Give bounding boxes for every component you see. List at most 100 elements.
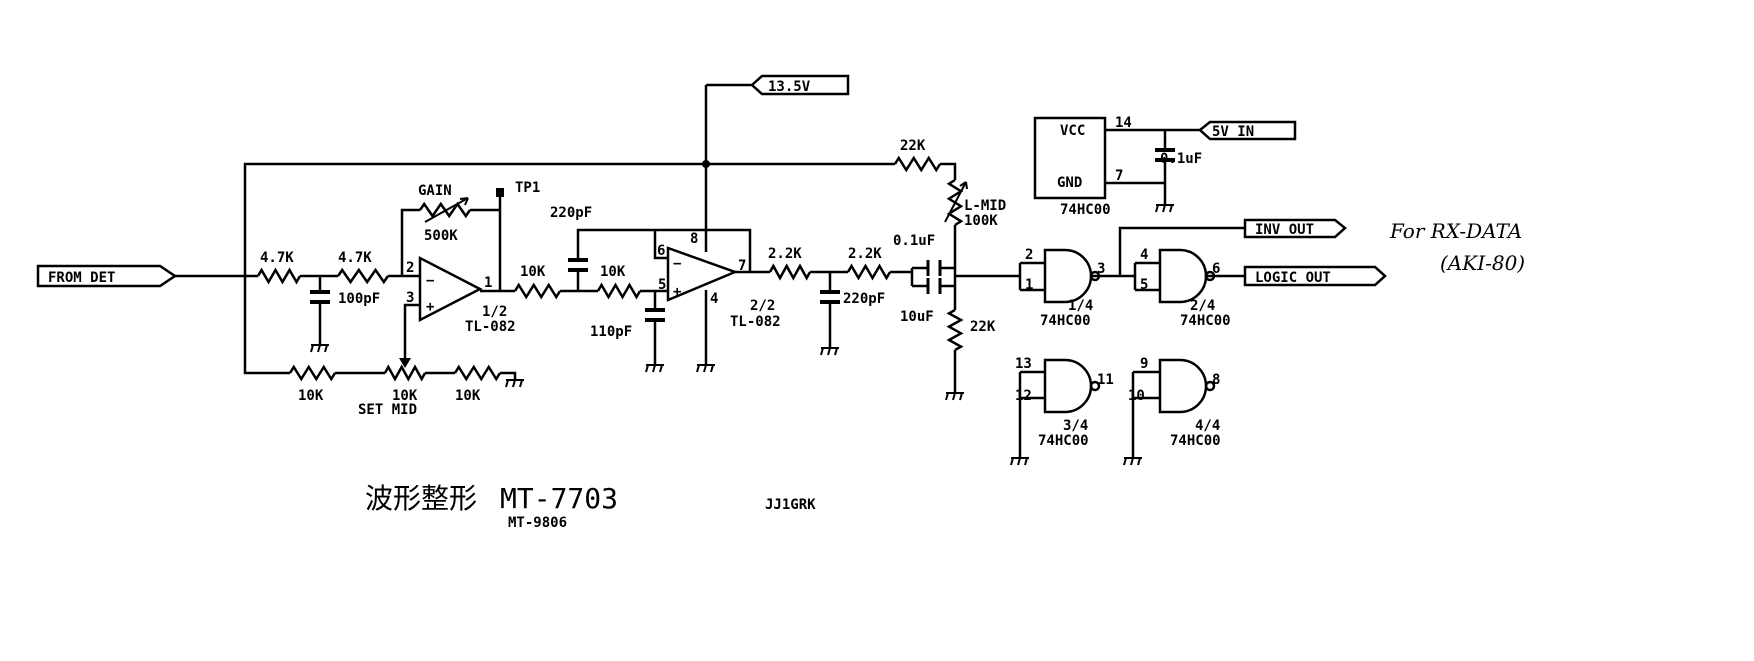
svg-text:10K: 10K [392, 388, 418, 404]
resistor-set-10k-1 [288, 364, 337, 382]
svg-text:3/4: 3/4 [1063, 418, 1088, 434]
svg-text:0.1uF: 0.1uF [893, 233, 935, 249]
capacitor-10uf [926, 278, 942, 294]
svg-text:2: 2 [406, 260, 414, 276]
svg-text:12: 12 [1015, 388, 1032, 404]
svg-text:5: 5 [1140, 277, 1148, 293]
ground-icon [696, 364, 715, 373]
svg-text:+: + [426, 299, 434, 315]
svg-text:+: + [673, 284, 681, 300]
svg-text:22K: 22K [900, 138, 926, 154]
svg-text:L-MID: L-MID [964, 198, 1006, 214]
svg-text:波形整形: 波形整形 [365, 482, 477, 515]
svg-text:−: − [673, 256, 681, 272]
svg-text:8: 8 [1212, 372, 1220, 388]
junction-dot [702, 160, 710, 168]
svg-text:2/4: 2/4 [1190, 298, 1215, 314]
svg-text:7: 7 [1115, 168, 1123, 184]
ground-icon [505, 379, 524, 388]
nand-gate-2-bubble [1204, 270, 1216, 282]
svg-text:GAIN: GAIN [418, 183, 452, 199]
svg-text:4: 4 [1140, 247, 1148, 263]
port-13-5v: 13.5V [750, 74, 850, 96]
ground-icon [310, 344, 329, 353]
svg-text:GND: GND [1057, 175, 1082, 191]
svg-text:10uF: 10uF [900, 309, 934, 325]
svg-text:2/2: 2/2 [750, 298, 775, 314]
svg-text:7: 7 [738, 258, 746, 274]
capacitor-bypass-0-1uf [1155, 148, 1175, 162]
resistor-22k-bottom [946, 308, 964, 352]
nand-gate-1 [1043, 248, 1093, 304]
ground-icon [1010, 457, 1029, 466]
svg-text:VCC: VCC [1060, 123, 1085, 139]
svg-text:1: 1 [1025, 277, 1033, 293]
ground-icon [645, 364, 664, 373]
svg-text:1: 1 [484, 275, 492, 291]
opamp-2: −+ 6 5 7 8 4 2/2 TL-082 [657, 231, 781, 330]
ground-icon [1123, 457, 1142, 466]
svg-text:4.7K: 4.7K [260, 250, 294, 266]
wires [175, 83, 1245, 458]
svg-text:1/2: 1/2 [482, 304, 507, 320]
lmid-pot-arrow [944, 181, 968, 223]
capacitor-100pf [310, 290, 330, 304]
svg-text:110pF: 110pF [590, 324, 632, 340]
svg-text:2.2K: 2.2K [768, 246, 802, 262]
svg-text:8: 8 [690, 231, 698, 247]
set-mid-pot-10k [383, 364, 427, 382]
svg-text:6: 6 [1212, 261, 1220, 277]
svg-text:SET MID: SET MID [358, 402, 417, 418]
svg-text:For RX-DATA: For RX-DATA [1389, 219, 1522, 243]
tp1-marker [496, 188, 504, 197]
svg-text:MT-7703: MT-7703 [500, 482, 618, 515]
handwritten-note: For RX-DATA (AKI-80) [1389, 219, 1525, 275]
svg-text:JJ1GRK: JJ1GRK [765, 497, 816, 513]
ground-icon [1155, 204, 1174, 213]
svg-text:TP1: TP1 [515, 180, 540, 196]
ground-icon [820, 347, 839, 356]
resistor-4-7k-2 [336, 267, 390, 285]
opamp-1: −+ 2 3 1 1/2 TL-082 [406, 255, 516, 335]
capacitor-220pf-feedback [568, 258, 588, 272]
nand-gate-3-bubble [1089, 380, 1101, 392]
resistor-2-2k-1 [768, 263, 812, 281]
capacitor-220pf-filter [820, 290, 840, 304]
port-logic-out: LOGIC OUT [1243, 265, 1387, 287]
ic-power-box: VCC GND 14 7 74HC00 [1033, 115, 1132, 218]
svg-text:10K: 10K [600, 264, 626, 280]
nand-gate-2 [1158, 248, 1208, 304]
resistor-10k-2 [596, 282, 642, 300]
svg-text:1/4: 1/4 [1068, 298, 1093, 314]
svg-text:220pF: 220pF [550, 205, 592, 221]
svg-text:500K: 500K [424, 228, 458, 244]
svg-text:74HC00: 74HC00 [1040, 313, 1091, 329]
svg-text:FROM DET: FROM DET [48, 270, 115, 286]
svg-text:74HC00: 74HC00 [1038, 433, 1089, 449]
svg-text:2: 2 [1025, 247, 1033, 263]
svg-text:MT-9806: MT-9806 [508, 515, 567, 531]
svg-text:4: 4 [710, 291, 718, 307]
resistor-22k-top [893, 155, 942, 173]
title-block: 波形整形 MT-7703 MT-9806 JJ1GRK [365, 482, 816, 531]
svg-text:74HC00: 74HC00 [1060, 202, 1111, 218]
svg-text:LOGIC OUT: LOGIC OUT [1255, 270, 1331, 286]
port-5v-in: 5V IN [1198, 120, 1297, 141]
svg-text:74HC00: 74HC00 [1170, 433, 1221, 449]
nand-gate-3 [1043, 358, 1093, 414]
gate-pins: 2 1 3 4 5 6 13 12 11 9 10 8 [1015, 247, 1220, 404]
svg-text:100pF: 100pF [338, 291, 380, 307]
svg-text:13.5V: 13.5V [768, 79, 811, 95]
ground-icon [945, 392, 964, 401]
svg-text:4/4: 4/4 [1195, 418, 1220, 434]
set-mid-wiper-arrow [399, 358, 411, 368]
nand-gate-1-bubble [1089, 270, 1101, 282]
svg-text:10: 10 [1128, 388, 1145, 404]
svg-text:10K: 10K [298, 388, 324, 404]
svg-text:10K: 10K [520, 264, 546, 280]
svg-text:3: 3 [406, 290, 414, 306]
svg-text:100K: 100K [964, 213, 998, 229]
resistor-4-7k-1 [256, 267, 302, 285]
labels: 4.7K 4.7K 100pF GAIN 500K TP1 10K 10K 22… [260, 138, 1231, 449]
